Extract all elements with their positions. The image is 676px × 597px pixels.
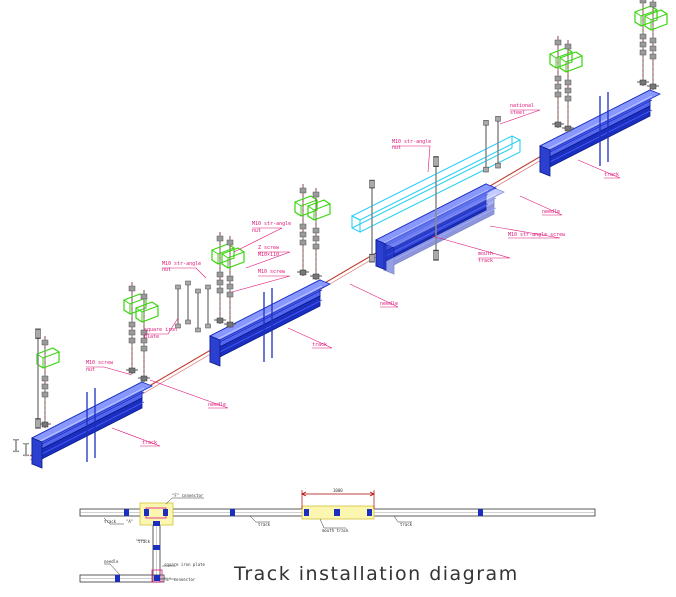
label-track-2: track bbox=[312, 342, 327, 348]
plan-track-b: track bbox=[258, 522, 271, 527]
hanger-5 bbox=[221, 235, 245, 329]
plan-f-connector bbox=[139, 502, 174, 526]
support-posts bbox=[86, 92, 609, 462]
plan-mouth-track-label: mouth track bbox=[322, 528, 349, 533]
plan-dimension-label: 1000 bbox=[333, 488, 343, 493]
label-track-3: track bbox=[604, 172, 619, 178]
plan-a-marker: "A" bbox=[126, 519, 133, 524]
plan-leaders bbox=[103, 497, 412, 580]
plan-lower-track bbox=[79, 574, 165, 583]
plan-f-connector-label: "F" connector bbox=[172, 493, 204, 498]
plan-view: 1000 "F" connector "A" track track track… bbox=[79, 488, 596, 583]
plan-dimension bbox=[301, 490, 375, 509]
label-z-screw: Z screw bbox=[258, 245, 280, 251]
hanger-1 bbox=[36, 335, 60, 429]
track-segment-1 bbox=[31, 381, 153, 469]
diagram-title: Track installation diagram bbox=[233, 563, 519, 585]
plan-track-d: track bbox=[138, 539, 151, 544]
label-nut-c: nut bbox=[252, 228, 261, 234]
label-needle-2: needle bbox=[380, 301, 398, 307]
national-steel-frame bbox=[350, 135, 522, 233]
label-mouth: mouth bbox=[478, 251, 493, 257]
label-mouth-track: track bbox=[478, 258, 493, 264]
plan-square-iron-plate: square iron plate bbox=[164, 562, 206, 567]
label-needle-1: needle bbox=[208, 402, 226, 408]
plan-track-a: track bbox=[104, 519, 117, 524]
label-m10-angle-3: M10 str-angle bbox=[392, 139, 431, 145]
label-nut-b: nut bbox=[162, 267, 171, 273]
label-needle-3: needle bbox=[542, 209, 560, 215]
label-z-screw-sub: M10×110 bbox=[258, 252, 279, 258]
label-national: national bbox=[510, 103, 534, 109]
plan-needle: needle bbox=[104, 559, 119, 564]
plan-mouth-track bbox=[301, 505, 375, 520]
label-track-1: track bbox=[142, 440, 157, 446]
label-m10-angle-2: M10 str-angle bbox=[252, 221, 291, 227]
plan-l-connector bbox=[115, 545, 163, 583]
label-angle-screw: M10 str-angle screw bbox=[508, 232, 566, 238]
iso-labels: M10 screw nut square iron plate M10 str-… bbox=[86, 103, 619, 446]
label-square-iron: square iron bbox=[144, 327, 177, 333]
label-steel: steel bbox=[510, 110, 525, 116]
label-nut-a: nut bbox=[86, 367, 95, 373]
plan-markers bbox=[124, 509, 483, 516]
plan-track-c: track bbox=[400, 522, 413, 527]
plan-l-connector-label: "L" connector bbox=[164, 577, 196, 582]
label-m10-screw: M10 screw bbox=[86, 360, 114, 366]
label-m10-angle-1: M10 str-angle bbox=[162, 261, 201, 267]
label-m10-screw-2: M10 screw bbox=[258, 269, 286, 275]
hanger-9 bbox=[559, 39, 583, 133]
label-plate: plate bbox=[144, 334, 159, 340]
leader-lines bbox=[86, 109, 621, 447]
label-nut-d: nut bbox=[392, 145, 401, 151]
